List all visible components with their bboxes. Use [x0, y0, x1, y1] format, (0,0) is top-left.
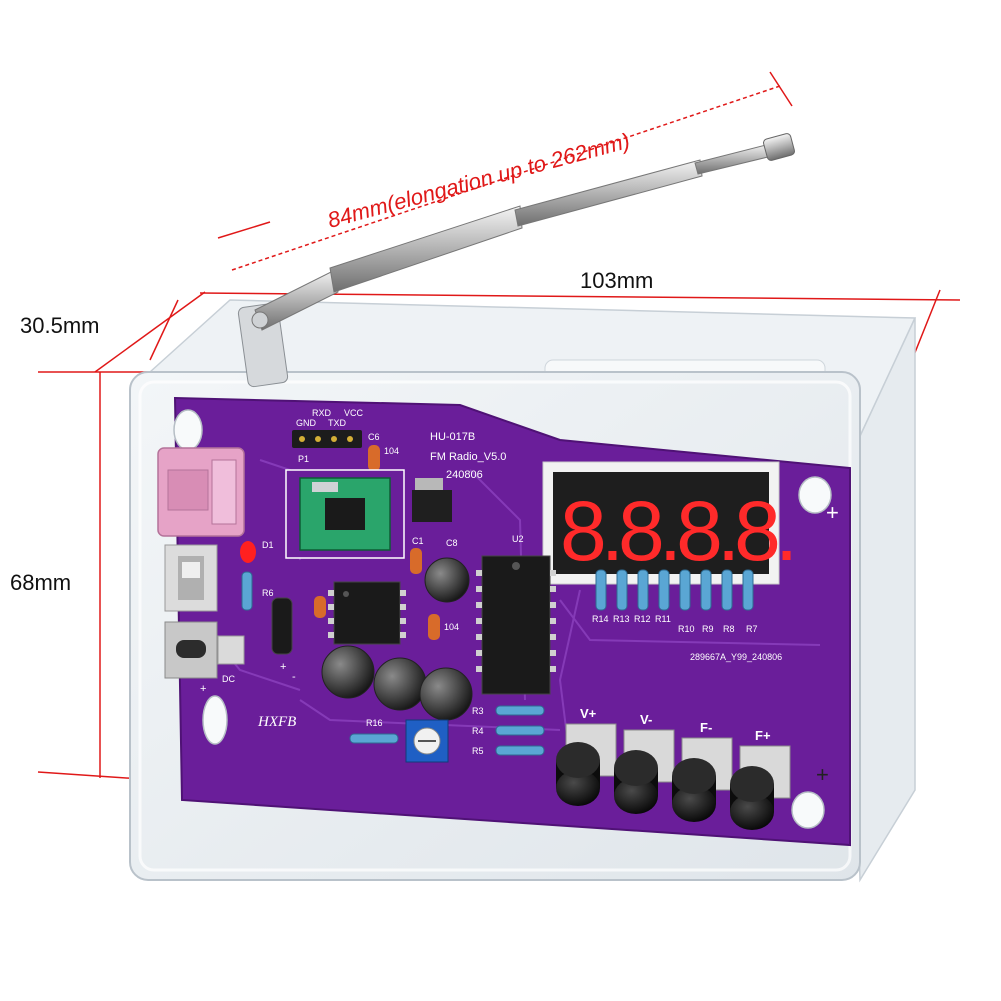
frequency-up-button[interactable]	[730, 766, 774, 830]
header-pin-txd: TXD	[328, 418, 347, 428]
res-label-r7: R7	[746, 624, 758, 634]
res-label-r13: R13	[613, 614, 630, 624]
res-label-r5: R5	[472, 746, 484, 756]
display-resistors: R14 R13 R12 R11 R10 R9 R8 R7	[592, 569, 758, 634]
res-label-r3: R3	[472, 706, 484, 716]
button-label-volume-down: V-	[640, 712, 652, 727]
res-r6	[241, 571, 253, 611]
brand-mark: HXFB	[257, 714, 296, 730]
res-r16	[349, 733, 399, 744]
minus-mark: -	[292, 671, 296, 683]
cap-c1-label: C1	[412, 536, 424, 546]
frequency-down-button[interactable]	[672, 758, 716, 822]
res-label-r11: R11	[655, 614, 671, 624]
res-label-r10: R10	[678, 624, 695, 634]
button-label-frequency-up: F+	[755, 728, 771, 743]
ceramic-caps	[314, 548, 440, 640]
dc-label: DC	[222, 674, 235, 684]
mounting-standoffs	[173, 409, 832, 829]
small-cap	[271, 597, 293, 655]
cap-c6-label: C6	[368, 432, 380, 442]
led-d1	[240, 541, 256, 563]
antenna-dimension-label: 84mm(elongation up to 262mm)	[325, 128, 633, 233]
res-label-r8: R8	[723, 624, 735, 634]
button-label-volume-up: V+	[580, 706, 597, 721]
led-d1-label: D1	[262, 540, 274, 550]
depth-dimension-label: 30.5mm	[20, 313, 99, 338]
display-digits: 8.8.8.8.	[560, 484, 792, 578]
control-buttons: V+ V- F- F+	[556, 706, 791, 830]
electrolytic-caps	[321, 645, 473, 721]
res-label-r12: R12	[634, 614, 651, 624]
header-pin-vcc: VCC	[344, 408, 364, 418]
header-pin-rxd: RXD	[312, 408, 332, 418]
board-name-label: FM Radio_V5.0	[430, 451, 506, 463]
header-label: P1	[298, 454, 309, 464]
board-model-label: HU-017B	[430, 431, 475, 443]
cap-104b-label: 104	[384, 446, 399, 456]
telescopic-antenna	[237, 133, 795, 388]
header-pin-gnd: GND	[296, 418, 317, 428]
res-label-r9: R9	[702, 624, 714, 634]
cap-c8-label: C8	[446, 538, 458, 548]
plus-mark-right-top: +	[826, 500, 839, 525]
cap-c8	[424, 557, 470, 603]
audio-jack	[157, 447, 245, 537]
amplifier-ic	[328, 581, 406, 645]
trimmer-potentiometer	[405, 719, 449, 763]
side-resistors: R3 R4 R5	[472, 705, 545, 756]
power-switch	[164, 544, 218, 612]
volume-down-button[interactable]	[614, 750, 658, 814]
res-r6-label: R6	[262, 588, 274, 598]
usb-port	[164, 621, 245, 679]
button-label-frequency-down: F-	[700, 720, 712, 735]
seven-segment-display: 8.8.8.8.	[542, 461, 798, 585]
lot-code: 289667A_Y99_240806	[690, 652, 782, 662]
serial-header: GND RXD TXD VCC P1	[292, 408, 364, 464]
volume-up-button[interactable]	[556, 742, 600, 806]
res-r16-label: R16	[366, 718, 383, 728]
width-dimension-label: 103mm	[580, 268, 653, 293]
plus-mark-left: +	[200, 683, 206, 695]
chip-u2-label: U2	[512, 534, 524, 544]
fm-radio-module	[285, 469, 405, 559]
res-label-r14: R14	[592, 614, 609, 624]
res-label-r4: R4	[472, 726, 484, 736]
cap-c6	[368, 445, 380, 471]
board-date-label: 240806	[446, 469, 483, 481]
voltage-regulator	[412, 478, 452, 522]
plus-mark-right-bottom: +	[816, 762, 829, 787]
microcontroller-ic	[476, 555, 556, 695]
plus-mark-cap: +	[280, 661, 286, 673]
height-dimension-label: 68mm	[10, 570, 71, 595]
cap-104-label: 104	[444, 622, 459, 632]
